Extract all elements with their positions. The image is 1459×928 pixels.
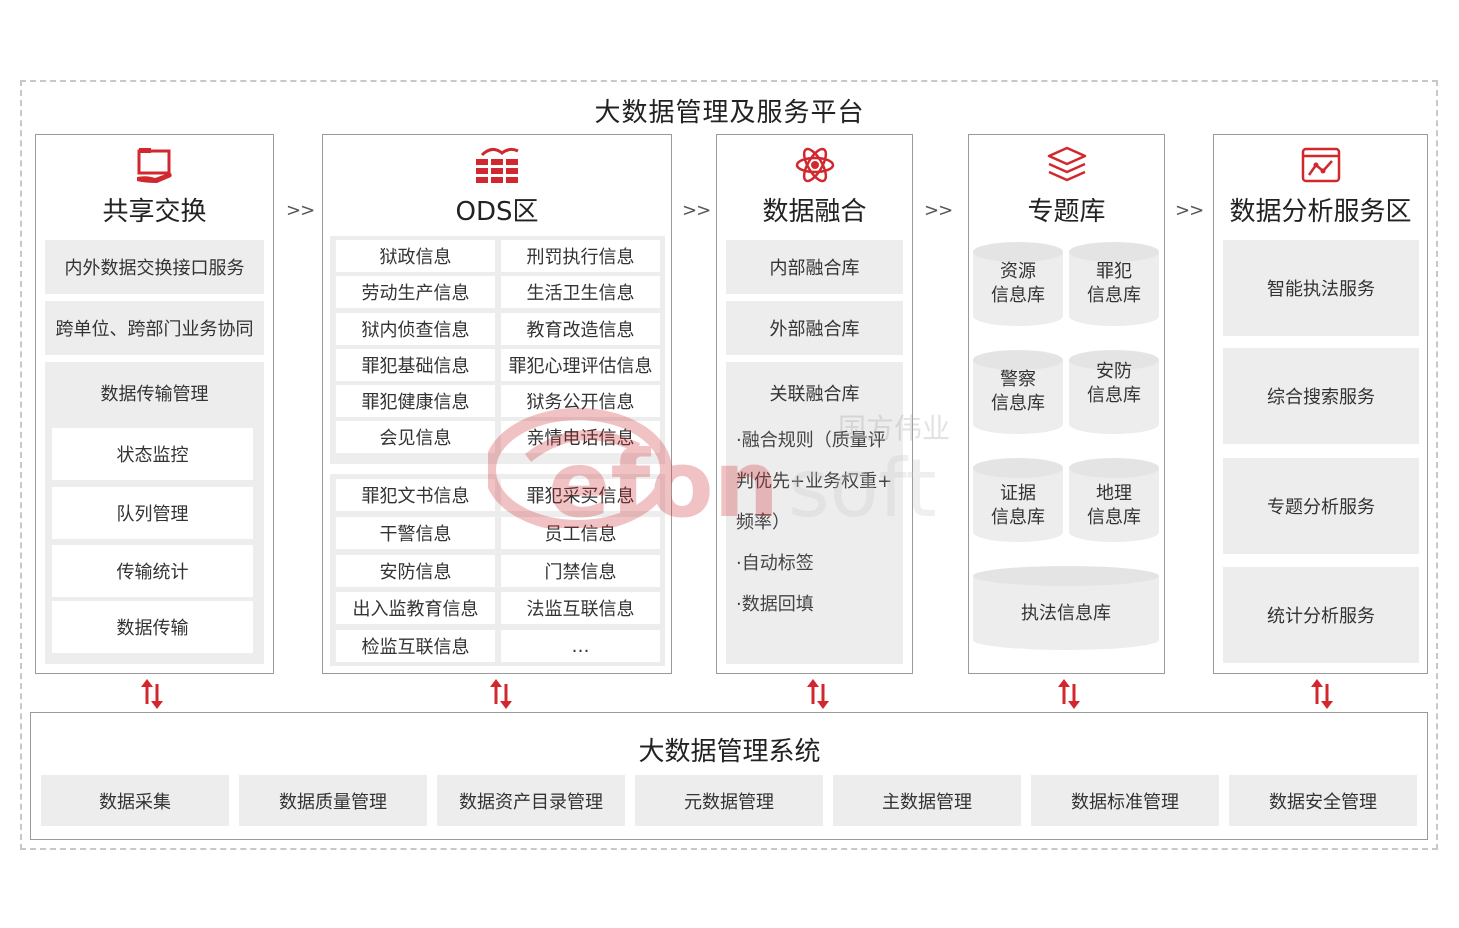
ods-cell: 罪犯采买信息 — [501, 479, 660, 511]
sync-arrow-icon — [807, 679, 829, 709]
ods-cell: 亲情电话信息 — [501, 421, 660, 453]
ods-cell: 安防信息 — [336, 555, 495, 587]
flow-arrow-3: >> — [924, 200, 953, 221]
db-label: 证据 — [1000, 483, 1036, 504]
ods-cell: 罪犯文书信息 — [336, 479, 495, 511]
atom-icon — [795, 147, 834, 183]
transfer-item-transmission: 数据传输 — [52, 601, 253, 653]
db-label: 安防 — [1096, 361, 1132, 382]
db-label: 地理 — [1096, 483, 1132, 504]
db-police: 警察信息库 — [973, 350, 1063, 434]
fusion-item-internal: 内部融合库 — [726, 240, 903, 294]
fusion-item-external: 外部融合库 — [726, 301, 903, 355]
fusion-rule-list: ·融合规则（质量评 判优先+业务权重+ 频率） ·自动标签 ·数据回填 — [736, 420, 896, 625]
analysis-item-stats: 统计分析服务 — [1223, 567, 1419, 663]
db-label: 信息库 — [991, 393, 1045, 414]
chart-window-icon — [1301, 147, 1340, 183]
platform-frame — [20, 80, 1438, 850]
db-label: 执法信息库 — [1021, 603, 1111, 624]
share-exchange-title: 共享交换 — [102, 197, 207, 227]
db-security: 安防信息库 — [1069, 350, 1159, 434]
db-label: 信息库 — [1087, 285, 1141, 306]
related-fusion-box: 关联融合库 — [726, 362, 903, 664]
system-item-metadata: 元数据管理 — [635, 775, 823, 826]
flow-arrow-2: >> — [682, 200, 711, 221]
layers-icon — [1047, 146, 1086, 182]
ods-cell: 会见信息 — [336, 421, 495, 453]
grid-table-icon — [476, 147, 519, 183]
ods-cell: 员工信息 — [501, 517, 660, 549]
ods-cell: 狱务公开信息 — [501, 385, 660, 417]
analysis-item-search: 综合搜索服务 — [1223, 348, 1419, 444]
system-item-standard: 数据标准管理 — [1031, 775, 1219, 826]
related-fusion-title: 关联融合库 — [769, 384, 860, 405]
ods-cell: 罪犯健康信息 — [336, 385, 495, 417]
share-item-interface: 内外数据交换接口服务 — [45, 240, 264, 294]
db-evidence: 证据信息库 — [973, 458, 1063, 542]
ods-cell: 劳动生产信息 — [336, 276, 495, 308]
flow-arrow-1: >> — [286, 200, 315, 221]
db-criminal: 罪犯信息库 — [1069, 242, 1159, 326]
db-label: 警察 — [1000, 369, 1036, 390]
ods-cell: 出入监教育信息 — [336, 592, 495, 624]
system-item-asset-catalog: 数据资产目录管理 — [437, 775, 625, 826]
sync-arrow-icon — [141, 679, 163, 709]
data-fusion-title: 数据融合 — [762, 197, 867, 227]
system-item-quality: 数据质量管理 — [239, 775, 427, 826]
ods-cell: 罪犯心理评估信息 — [501, 349, 660, 381]
ods-cell: 干警信息 — [336, 517, 495, 549]
system-item-master-data: 主数据管理 — [833, 775, 1021, 826]
analysis-item-topic: 专题分析服务 — [1223, 458, 1419, 554]
big-data-management-system — [30, 712, 1428, 840]
ods-cell: 检监互联信息 — [336, 630, 495, 662]
ods-cell: 法监互联信息 — [501, 592, 660, 624]
db-label: 信息库 — [991, 285, 1045, 306]
ods-cell: 狱内侦查信息 — [336, 313, 495, 345]
fusion-rule-line: ·数据回填 — [736, 594, 814, 615]
ods-title: ODS区 — [455, 197, 539, 227]
analysis-service-title: 数据分析服务区 — [1229, 197, 1412, 227]
sync-arrow-icon — [1311, 679, 1333, 709]
ods-cell: 门禁信息 — [501, 555, 660, 587]
system-item-security: 数据安全管理 — [1229, 775, 1417, 826]
fusion-rule-line: 频率） — [736, 512, 790, 533]
platform-title: 大数据管理及服务平台 — [594, 98, 865, 128]
db-law-enforcement: 执法信息库 — [973, 566, 1159, 650]
sync-arrow-icon — [1058, 679, 1080, 709]
transfer-management-title: 数据传输管理 — [100, 384, 209, 405]
db-label: 罪犯 — [1096, 261, 1132, 282]
db-label: 信息库 — [991, 507, 1045, 528]
folder-hand-icon — [136, 148, 172, 183]
ods-cell: 教育改造信息 — [501, 313, 660, 345]
ods-cell: 罪犯基础信息 — [336, 349, 495, 381]
db-label: 信息库 — [1087, 507, 1141, 528]
share-item-collaboration: 跨单位、跨部门业务协同 — [45, 301, 264, 355]
db-label: 信息库 — [1087, 385, 1141, 406]
system-item-collect: 数据采集 — [41, 775, 229, 826]
fusion-rule-line: ·融合规则（质量评 — [736, 430, 886, 451]
flow-arrow-4: >> — [1175, 200, 1204, 221]
fusion-rule-line: ·自动标签 — [736, 553, 814, 574]
system-title: 大数据管理系统 — [638, 737, 821, 767]
db-resource: 资源信息库 — [973, 242, 1063, 326]
db-geography: 地理信息库 — [1069, 458, 1159, 542]
transfer-item-queue: 队列管理 — [52, 487, 253, 539]
ods-cell: 狱政信息 — [336, 240, 495, 272]
topic-library-title: 专题库 — [1027, 197, 1106, 227]
ods-cell: … — [501, 630, 660, 662]
ods-cell: 刑罚执行信息 — [501, 240, 660, 272]
transfer-item-stats: 传输统计 — [52, 545, 253, 597]
db-label: 资源 — [1000, 261, 1036, 282]
fusion-rule-line: 判优先+业务权重+ — [736, 471, 893, 492]
analysis-item-law: 智能执法服务 — [1223, 240, 1419, 336]
sync-arrow-icon — [490, 679, 512, 709]
transfer-item-status: 状态监控 — [52, 428, 253, 480]
ods-cell: 生活卫生信息 — [501, 276, 660, 308]
